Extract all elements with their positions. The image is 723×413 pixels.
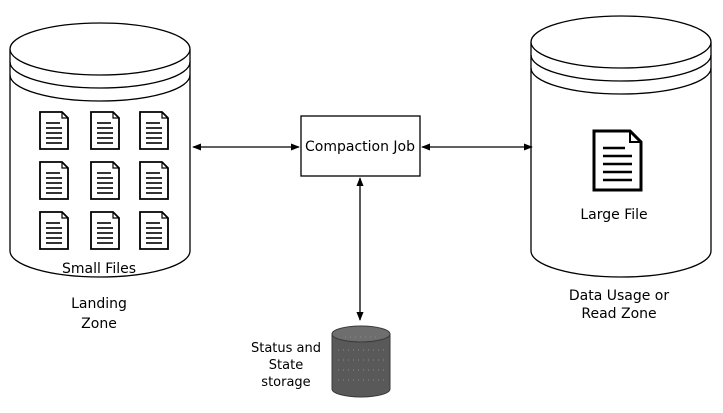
document-icon (90, 211, 120, 250)
document-icon (139, 211, 169, 250)
large-file-caption: Large File (580, 207, 647, 223)
storage-label-line2: State (269, 358, 303, 373)
document-icon (39, 161, 69, 200)
document-icon (39, 111, 69, 150)
document-icon (139, 161, 169, 200)
document-icon (90, 111, 120, 150)
compaction-job-box (300, 115, 421, 177)
storage-label-line1: Status and (251, 341, 321, 356)
landing-zone-title-line1: Landing (71, 296, 127, 312)
storage-label-line3: storage (261, 375, 310, 390)
document-icon (592, 129, 643, 192)
document-icon (39, 211, 69, 250)
small-files-grid (39, 111, 169, 250)
compaction-job-label: Compaction Job (305, 139, 415, 155)
small-files-caption: Small Files (62, 261, 136, 277)
read-zone-title-line1: Data Usage or (569, 288, 670, 304)
landing-zone-title-line2: Zone (81, 316, 117, 332)
read-zone-title-line2: Read Zone (581, 306, 656, 322)
database-icon (331, 325, 391, 398)
document-icon (90, 161, 120, 200)
document-icon (139, 111, 169, 150)
